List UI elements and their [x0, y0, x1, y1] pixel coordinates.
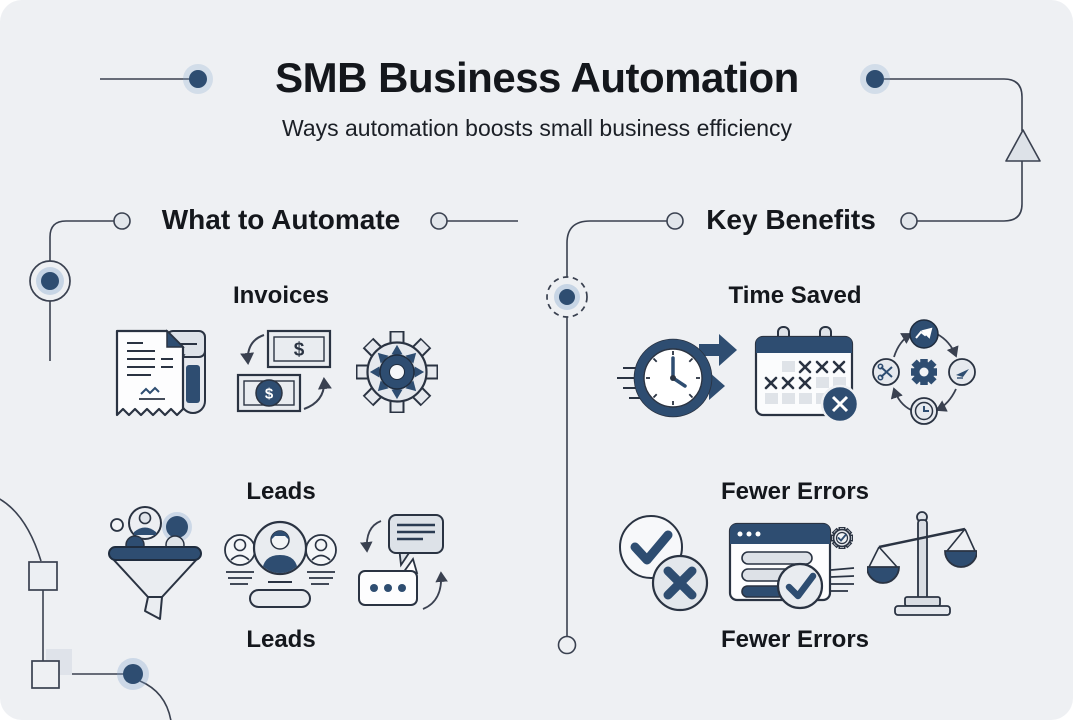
section-heading-time-saved: Time Saved — [728, 282, 862, 309]
invoices-icon-row: $ $ — [103, 316, 445, 428]
lead-funnel-icon — [108, 506, 202, 620]
balance-scale-icon — [867, 511, 977, 616]
svg-text:$: $ — [294, 340, 305, 361]
left-column-header: What to Automate — [161, 204, 401, 235]
section-heading-leads: Leads — [246, 478, 316, 505]
speed-clock-icon — [617, 334, 737, 418]
page-title: SMB Business Automation — [275, 54, 799, 101]
svg-text:$: $ — [265, 386, 274, 403]
caption-fewer-errors: Fewer Errors — [720, 626, 870, 653]
invoice-receipt-icon — [115, 329, 206, 417]
time-saved-icon-row — [615, 316, 977, 428]
check-and-x-icon — [619, 515, 709, 612]
validated-form-icon — [728, 522, 854, 610]
contacts-list-icon — [224, 520, 337, 608]
automation-gear-icon — [356, 330, 438, 413]
page-subtitle: Ways automation boosts small business ef… — [281, 115, 793, 141]
leads-icon-row — [103, 505, 448, 621]
section-heading-fewer-errors: Fewer Errors — [720, 478, 870, 505]
caption-leads: Leads — [246, 626, 316, 653]
money-exchange-icon: $ $ — [236, 329, 332, 413]
chat-messages-icon — [358, 514, 448, 610]
section-heading-invoices: Invoices — [232, 282, 330, 309]
fewer-errors-icon-row — [615, 505, 977, 621]
calendar-crossed-days-icon — [754, 326, 860, 424]
right-column-header: Key Benefits — [706, 204, 876, 235]
process-cycle-icon — [872, 319, 976, 425]
